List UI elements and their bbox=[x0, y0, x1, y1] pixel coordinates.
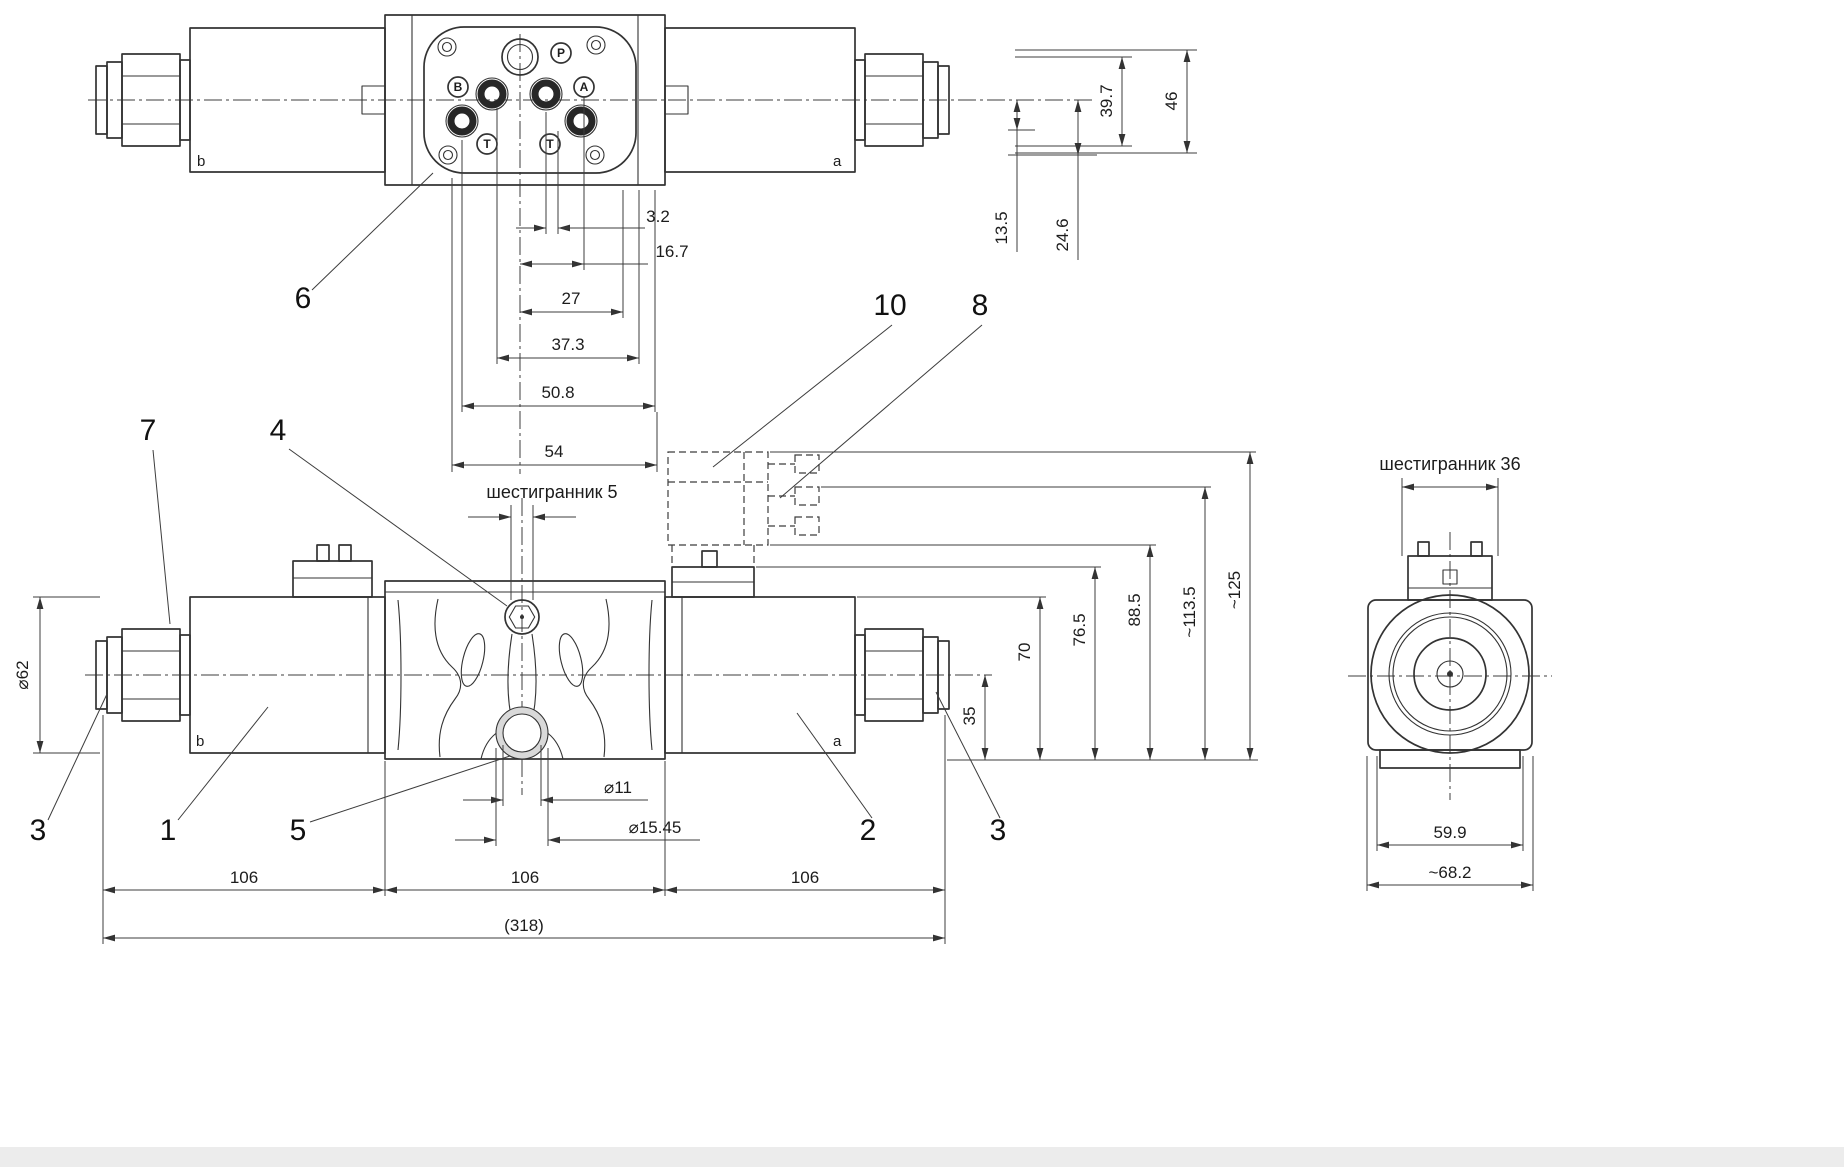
footer-strip bbox=[0, 1147, 1844, 1167]
dim-68-2: ~68.2 bbox=[1428, 863, 1471, 882]
dim-27: 27 bbox=[562, 289, 581, 308]
side-dimensions-bottom: 59.9 ~68.2 bbox=[1366, 756, 1534, 891]
dim-39-7: 39.7 bbox=[1097, 84, 1116, 117]
port-letter-a: A bbox=[580, 80, 589, 94]
mounting-hole bbox=[585, 145, 605, 165]
top-dimensions-vertical: 13.5 24.6 39.7 46 bbox=[992, 49, 1197, 260]
top-dimensions-horizontal: 3.2 16.7 27 37.3 50.8 54 bbox=[451, 97, 689, 472]
top-side-label-b: b bbox=[197, 153, 205, 170]
front-right-hex-plug bbox=[854, 628, 950, 722]
port-hole bbox=[564, 104, 598, 138]
port-hole bbox=[529, 77, 563, 111]
front-side-label-b: b bbox=[196, 733, 204, 750]
dim-76-5: 76.5 bbox=[1070, 613, 1089, 646]
hex5-label: шестигранник 5 bbox=[486, 482, 617, 502]
front-side-label-a: a bbox=[833, 733, 842, 750]
callout-8-label: 8 bbox=[972, 289, 989, 322]
front-dimensions-bottom: ⌀11 ⌀15.45 106 106 106 (318) bbox=[102, 715, 946, 944]
dim-d11: ⌀11 bbox=[604, 778, 632, 797]
dim-106-right: 106 bbox=[791, 868, 819, 887]
hex36-dimension: шестигранник 36 bbox=[1379, 454, 1521, 556]
dim-318: (318) bbox=[504, 916, 544, 935]
callout-6-label: 6 bbox=[295, 282, 312, 315]
dim-d15-45: ⌀15.45 bbox=[629, 818, 682, 837]
port-label-P: P bbox=[550, 42, 572, 64]
port-label-T1: T bbox=[476, 133, 498, 155]
port-label-T2: T bbox=[539, 133, 561, 155]
callout-1-label: 1 bbox=[160, 814, 177, 847]
mounting-hole bbox=[437, 37, 457, 57]
front-dimension-left: ⌀62 bbox=[13, 596, 100, 754]
callout-5-label: 5 bbox=[290, 814, 307, 847]
dim-d62: ⌀62 bbox=[13, 660, 32, 689]
port-hole bbox=[445, 104, 479, 138]
port-letter-t2: T bbox=[546, 137, 554, 151]
callout-6: 6 bbox=[295, 172, 434, 315]
bottom-mounting-hole bbox=[495, 706, 549, 760]
port-hole bbox=[475, 77, 509, 111]
dim-35: 35 bbox=[960, 707, 979, 726]
side-view: шестигранник 36 59.9 ~68.2 bbox=[1348, 454, 1552, 891]
front-dimensions-right: 35 70 76.5 88.5 ~113.5 ~125 bbox=[756, 451, 1258, 761]
hex-socket-boss bbox=[504, 599, 540, 635]
port-letter-t1: T bbox=[483, 137, 491, 151]
hidden-connector-position bbox=[667, 451, 820, 567]
callout-4-label: 4 bbox=[270, 414, 287, 447]
pilot-hole bbox=[501, 38, 539, 76]
callout-10-label: 10 bbox=[873, 289, 906, 322]
front-left-hex-plug bbox=[95, 628, 191, 722]
front-callouts: 7 4 3 1 5 2 3 10 8 bbox=[30, 289, 1007, 847]
port-label-A: A bbox=[573, 76, 595, 98]
front-view: b bbox=[13, 289, 1258, 944]
dim-50-8: 50.8 bbox=[541, 383, 574, 402]
callout-3-right-label: 3 bbox=[990, 814, 1007, 847]
dim-13-5: 13.5 bbox=[992, 211, 1011, 244]
side-solenoid-end bbox=[1367, 594, 1533, 769]
front-valve-body bbox=[384, 580, 666, 760]
port-label-B: B bbox=[447, 76, 469, 98]
dim-70: 70 bbox=[1015, 643, 1034, 662]
dim-46: 46 bbox=[1162, 92, 1181, 111]
dim-59-9: 59.9 bbox=[1433, 823, 1466, 842]
mounting-hole bbox=[438, 145, 458, 165]
front-left-connector bbox=[292, 544, 373, 598]
callout-3-left-label: 3 bbox=[30, 814, 47, 847]
port-letter-b: B bbox=[454, 80, 463, 94]
dim-54: 54 bbox=[545, 442, 564, 461]
hex36-label: шестигранник 36 bbox=[1379, 454, 1520, 474]
top-valve-body: P B A T T bbox=[384, 14, 666, 186]
dim-16-7: 16.7 bbox=[655, 242, 688, 261]
top-view: b bbox=[88, 14, 1197, 474]
callout-2-label: 2 bbox=[860, 814, 877, 847]
port-letter-p: P bbox=[557, 46, 565, 60]
dim-88-5: 88.5 bbox=[1125, 593, 1144, 626]
callout-7-label: 7 bbox=[140, 414, 157, 447]
dim-125: ~125 bbox=[1225, 571, 1244, 609]
dim-113-5: ~113.5 bbox=[1180, 586, 1199, 637]
hex5-dimension: шестигранник 5 bbox=[468, 482, 618, 600]
dim-24-6: 24.6 bbox=[1053, 218, 1072, 251]
top-side-label-a: a bbox=[833, 153, 842, 170]
mounting-hole bbox=[586, 35, 606, 55]
top-right-hex-plug bbox=[854, 53, 950, 147]
dim-3-2: 3.2 bbox=[646, 207, 670, 226]
dim-37-3: 37.3 bbox=[551, 335, 584, 354]
dim-106-left: 106 bbox=[230, 868, 258, 887]
dim-106-center: 106 bbox=[511, 868, 539, 887]
front-right-connector bbox=[671, 550, 755, 598]
top-left-hex-plug bbox=[95, 53, 191, 147]
